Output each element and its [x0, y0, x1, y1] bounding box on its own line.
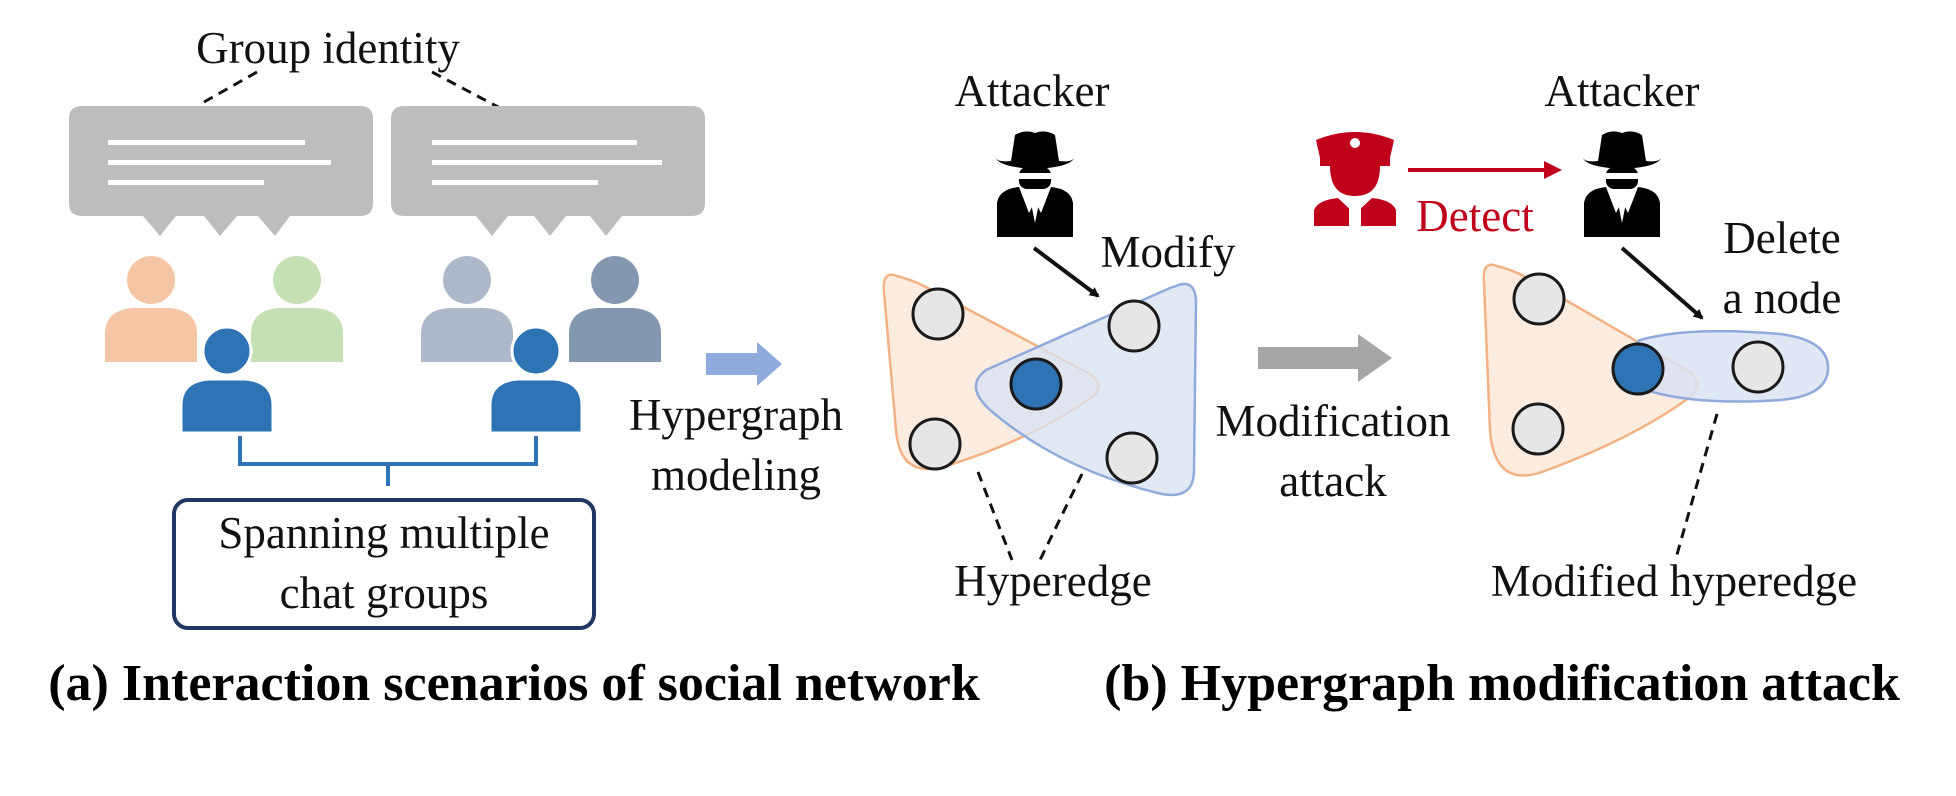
panel-b-original: Attacker Modify Hyperedge — [882, 66, 1237, 606]
chat-bubble-left — [69, 106, 373, 236]
graph-node — [1105, 431, 1159, 485]
graph-node — [911, 287, 965, 341]
spanning-bracket — [238, 436, 538, 486]
delete-label-line2: a node — [1723, 273, 1842, 323]
attack-arrow-icon — [1258, 334, 1392, 382]
graph-node — [1731, 340, 1785, 394]
bubble-text-line — [108, 180, 264, 185]
modeling-label-line2: modeling — [651, 450, 821, 500]
chat-bubble-right — [391, 106, 705, 236]
spanning-label-line1: Spanning multiple — [218, 508, 549, 558]
police-officer-icon — [1314, 132, 1396, 226]
attacker-label-right: Attacker — [1545, 66, 1700, 116]
graph-node — [908, 417, 962, 471]
modification-attack-transition: Modification attack — [1216, 334, 1451, 506]
spanning-box — [172, 498, 596, 630]
modify-arrow — [1032, 246, 1100, 298]
user-lightgray-icon — [421, 256, 513, 362]
panel-a-caption: (a) Interaction scenarios of social netw… — [48, 655, 980, 712]
modified-hyperedge-label: Modified hyperedge — [1491, 556, 1857, 606]
bubble-text-line — [432, 160, 662, 165]
shared-node — [1009, 357, 1063, 411]
hyperedge-connector-right — [1038, 473, 1084, 561]
user-slate-icon — [569, 256, 661, 362]
hyperedge-blue — [974, 282, 1198, 497]
panel-b-modified: Detect Attacker Delete a node Modified h… — [1104, 66, 1900, 712]
bubble-text-line — [432, 140, 637, 145]
attack-label-line1: Modification — [1216, 396, 1451, 446]
panel-a: Group identity Spanning multiple chat — [48, 23, 980, 712]
attacker-spy-icon-left — [995, 131, 1075, 237]
bubble-text-line — [108, 140, 305, 145]
modified-hyperedge-connector — [1674, 413, 1719, 559]
delete-label-line1: Delete — [1723, 213, 1840, 263]
hyperedge-label: Hyperedge — [954, 556, 1151, 606]
attacker-spy-icon-right — [1582, 131, 1662, 237]
shared-node — [1611, 342, 1665, 396]
user-peach-icon — [105, 256, 197, 362]
group-identity-connector-left — [203, 70, 258, 104]
modeling-label-line1: Hypergraph — [629, 390, 843, 440]
bubble-text-line — [432, 180, 598, 185]
hypergraph-modeling-transition: Hypergraph modeling — [629, 342, 843, 500]
graph-node — [1107, 299, 1161, 353]
group-identity-connector-right — [431, 70, 501, 110]
attack-label-line2: attack — [1279, 456, 1387, 506]
modify-label: Modify — [1101, 227, 1237, 277]
group-identity-label: Group identity — [196, 23, 460, 73]
hyperedge-connector-left — [976, 471, 1014, 561]
attacker-label-left: Attacker — [955, 66, 1110, 116]
bubble-text-line — [108, 160, 331, 165]
user-green-icon — [251, 256, 343, 362]
delete-arrow — [1620, 246, 1704, 320]
detect-label: Detect — [1416, 191, 1534, 241]
graph-node — [1511, 402, 1565, 456]
spanning-label-line2: chat groups — [280, 568, 489, 618]
modeling-arrow-icon — [706, 342, 782, 386]
panel-b-caption: (b) Hypergraph modification attack — [1104, 655, 1900, 712]
graph-node — [1512, 272, 1566, 326]
